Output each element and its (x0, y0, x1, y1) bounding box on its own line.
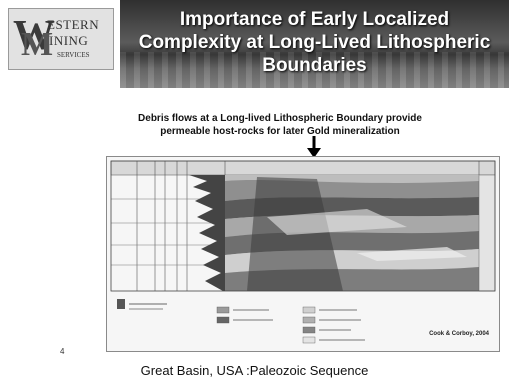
slide-title-line-2: Complexity at Long-Lived Lithospheric (138, 32, 491, 53)
logo-text-mining: INING (49, 33, 89, 48)
company-logo: W M ESTERN INING SERVICES (8, 8, 114, 70)
figure-citation: Cook & Corboy, 2004 (429, 331, 489, 337)
slide-title: Importance of Early Localized Complexity… (120, 8, 509, 77)
subtitle-line-2: permeable host-rocks for later Gold mine… (160, 126, 400, 137)
title-banner: Importance of Early Localized Complexity… (120, 0, 509, 88)
slide-subtitle: Debris flows at a Long-lived Lithospheri… (90, 112, 470, 138)
slide-caption: Great Basin, USA :Paleozoic Sequence (140, 363, 369, 378)
banner-background-image (120, 52, 509, 88)
stratigraphic-cross-section-figure: Cook & Corboy, 2004 (106, 156, 500, 352)
subtitle-line-1: Debris flows at a Long-lived Lithospheri… (138, 113, 422, 124)
slide-title-line-3: Boundaries (262, 55, 367, 76)
slide-title-line-1: Importance of Early Localized (179, 9, 450, 30)
down-arrow-icon (307, 136, 321, 158)
logo-text-western: ESTERN (47, 17, 100, 32)
logo-text-services: SERVICES (57, 51, 90, 59)
slide-number: 4 (60, 347, 65, 356)
cross-section-diagram (110, 160, 496, 344)
